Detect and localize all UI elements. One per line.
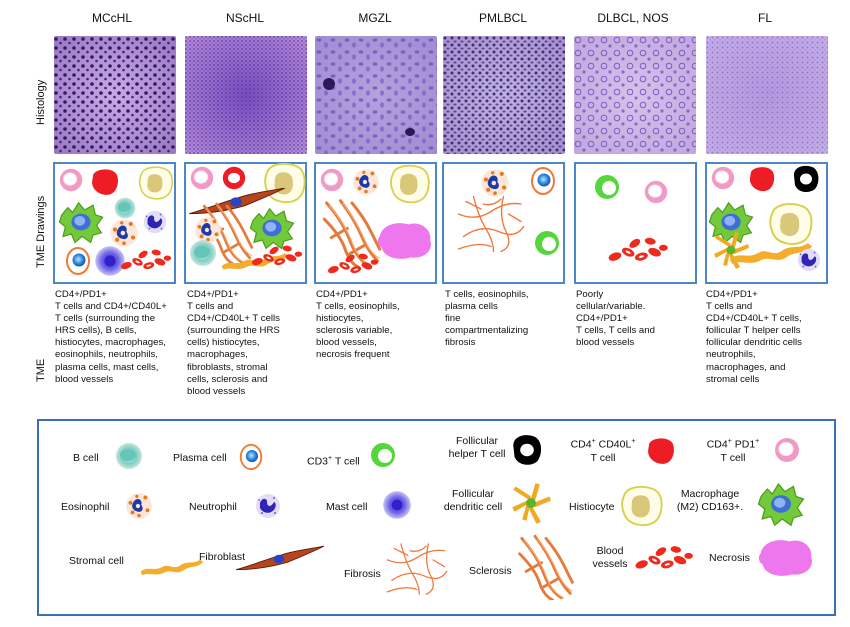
legend-sclerosis-icon <box>518 534 574 600</box>
neutrophil-icon <box>143 210 167 234</box>
tme-text-mcchl: CD4+/PD1+ T cells and CD4+/CD40L+ T cell… <box>55 289 167 385</box>
column-header-pmlbcl: PMLBCL <box>478 11 528 25</box>
legend-label-eosinophil: Eosinophil <box>61 501 110 513</box>
histiocyte-icon <box>264 162 306 204</box>
legend-label-fibroblast: Fibroblast <box>199 551 246 563</box>
cd4-pd1-t-cell-icon <box>320 168 344 192</box>
tme-drawing-nschl <box>184 162 307 284</box>
histology-image-fl <box>706 36 828 154</box>
plasma-cell-icon <box>65 246 91 276</box>
legend-label-plasma-cell: Plasma cell <box>173 452 227 464</box>
tme-drawing-mgzl <box>314 162 437 284</box>
column-header-dlbcl: DLBCL, NOS <box>597 11 669 25</box>
eosinophil-icon <box>481 169 509 197</box>
eosinophil-icon <box>195 217 221 243</box>
legend-neutrophil-icon <box>256 494 280 518</box>
fibrosis-icon <box>457 195 525 253</box>
legend-macrophage-icon <box>757 483 805 526</box>
histology-image-dlbcl <box>574 36 696 154</box>
cd4-cd40l-t-cell-icon <box>749 167 775 192</box>
histiocyte-icon <box>769 202 813 245</box>
cd4-pd1-t-cell-icon <box>190 166 214 190</box>
tme-text-mgzl: CD4+/PD1+ T cells, eosinophils, histiocy… <box>316 289 400 361</box>
legend-mast-cell-icon <box>383 491 411 519</box>
cd4-pd1-t-cell-icon <box>711 166 735 190</box>
blood-vessels-icon <box>607 236 668 263</box>
b-cell-icon <box>190 240 216 266</box>
column-header-nschl: NScHL <box>225 11 264 25</box>
column-header-mgzl: MGZL <box>358 11 392 25</box>
tme-drawing-fl <box>705 162 828 284</box>
legend-label-cd4-cd40l-t-cell: CD4+ CD40L+T cell <box>570 438 636 464</box>
legend-blood-vessels-icon <box>634 545 693 571</box>
legend: B cell Plasma cell CD3+ T cell Follicula… <box>37 419 836 616</box>
legend-cd4-cd40l-t-cell-icon <box>648 438 674 464</box>
tme-drawing-dlbcl <box>574 162 697 284</box>
legend-label-histiocyte: Histiocyte <box>569 501 615 513</box>
legend-eosinophil-icon <box>126 493 152 519</box>
macrophage-icon <box>708 202 754 243</box>
necrosis-icon <box>377 223 431 259</box>
cd4-pd1-t-cell-icon <box>59 168 83 192</box>
legend-follicular-dendritic-cell-icon <box>512 483 551 524</box>
cd4-cd40l-t-cell-icon <box>222 166 246 190</box>
cd4-pd1-t-cell-icon <box>644 180 668 204</box>
legend-label-cd3-t-cell: CD3+ T cell <box>307 455 360 468</box>
legend-stromal-cell-icon <box>140 559 204 576</box>
row-label-histology: Histology <box>35 79 47 125</box>
eosinophil-icon <box>353 169 379 195</box>
tme-drawing-mcchl <box>53 162 176 284</box>
plasma-cell-icon <box>530 166 556 196</box>
legend-b-cell-icon <box>116 443 142 469</box>
macrophage-icon <box>58 202 104 243</box>
legend-histiocyte-icon <box>621 485 663 527</box>
macrophage-icon <box>249 208 295 249</box>
follicular-helper-t-cell-icon <box>793 165 819 193</box>
row-label-tme-drawings: TME Drawings <box>35 195 47 268</box>
column-header-mcchl: MCcHL <box>91 11 132 25</box>
legend-label-mast-cell: Mast cell <box>326 501 368 513</box>
blood-vessels-icon <box>250 244 303 267</box>
cd3-t-cell-icon <box>595 175 619 199</box>
legend-plasma-cell-icon <box>239 443 263 471</box>
legend-label-b-cell: B cell <box>73 452 99 464</box>
legend-fibroblast-icon <box>235 545 324 571</box>
tme-drawing-pmlbcl <box>442 162 565 284</box>
histology-image-pmlbcl <box>443 36 565 154</box>
legend-label-neutrophil: Neutrophil <box>189 501 237 513</box>
legend-follicular-helper-t-cell-icon <box>513 435 542 465</box>
b-cell-icon <box>114 197 136 219</box>
legend-necrosis-icon <box>758 540 812 576</box>
tme-text-nschl: CD4+/PD1+ T cells and CD4+/CD40L+ T cell… <box>187 289 280 397</box>
tme-text-dlbcl: Poorly cellular/variable. CD4+/PD1+ T ce… <box>576 289 655 349</box>
neutrophil-icon <box>797 248 821 272</box>
histiocyte-icon <box>390 164 430 204</box>
legend-label-fibrosis: Fibrosis <box>344 568 381 580</box>
mast-cell-icon <box>95 246 125 276</box>
eosinophil-icon <box>110 219 138 247</box>
legend-label-cd4-pd1-t-cell: CD4+ PD1+T cell <box>706 438 760 464</box>
legend-fibrosis-icon <box>386 543 448 595</box>
legend-label-sclerosis: Sclerosis <box>469 565 512 577</box>
column-header-fl: FL <box>757 11 772 25</box>
legend-cd4-pd1-t-cell-icon <box>774 437 800 463</box>
cd3-t-cell-icon <box>535 231 559 255</box>
tme-text-pmlbcl: T cells, eosinophils, plasma cells fine … <box>445 289 529 349</box>
legend-label-macrophage: Macrophage(M2) CD163+. <box>676 488 744 513</box>
legend-label-stromal-cell: Stromal cell <box>69 555 124 567</box>
histology-image-mcchl <box>54 36 176 154</box>
row-label-tme: TME <box>35 358 47 382</box>
legend-label-necrosis: Necrosis <box>709 552 750 564</box>
histology-image-mgzl <box>315 36 437 154</box>
cd4-cd40l-t-cell-icon <box>92 169 118 195</box>
tme-text-fl: CD4+/PD1+ T cells and CD4+/CD40L+ T cell… <box>706 289 802 385</box>
blood-vessels-icon <box>119 248 172 271</box>
legend-cd3-t-cell-icon <box>371 443 395 467</box>
histiocyte-icon <box>138 166 173 200</box>
histology-image-nschl <box>185 36 307 154</box>
